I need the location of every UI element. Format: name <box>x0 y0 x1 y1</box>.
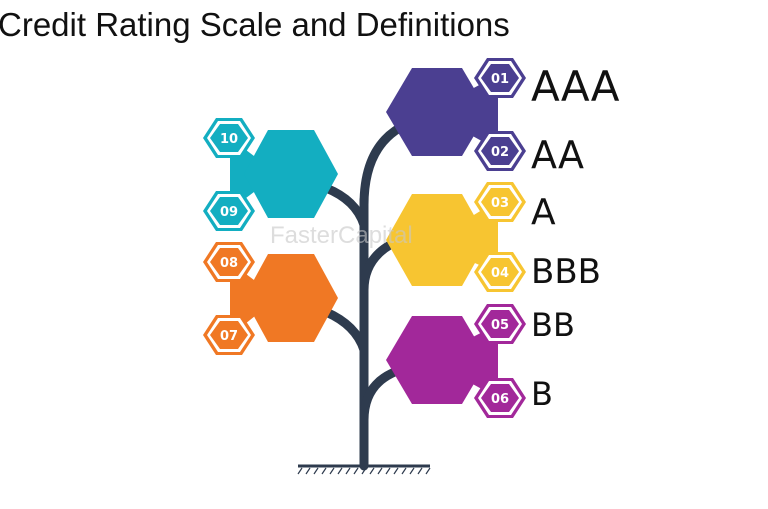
leaf-yellow <box>386 182 526 292</box>
tree-trunk <box>321 117 417 471</box>
badge-number-05: 05 <box>491 318 509 333</box>
rating-label-bb: BB <box>531 306 575 344</box>
badge-number-10: 10 <box>220 132 238 147</box>
branch-magenta <box>359 365 405 425</box>
badge-number-06: 06 <box>491 392 509 407</box>
page-title: Credit Rating Scale and Definitions <box>0 6 510 43</box>
badge-number-01: 01 <box>491 72 509 87</box>
badge-number-07: 07 <box>220 329 238 344</box>
badge-number-09: 09 <box>220 205 238 220</box>
watermark-text: FasterCapital <box>270 222 413 249</box>
branch-orange <box>321 307 369 355</box>
leaf-magenta <box>386 304 526 418</box>
badge-number-08: 08 <box>220 256 238 271</box>
badge-number-03: 03 <box>491 196 509 211</box>
branch-teal <box>321 183 369 230</box>
rating-label-aaa: AAA <box>531 62 620 111</box>
badge-number-04: 04 <box>491 266 509 281</box>
rating-label-bbb: BBB <box>531 252 601 292</box>
leaf-orange <box>203 242 338 355</box>
leaf-purple <box>386 58 526 171</box>
leaf-teal <box>203 118 338 231</box>
ground <box>297 464 431 475</box>
badge-number-02: 02 <box>491 145 509 160</box>
rating-label-aa: AA <box>531 133 585 177</box>
rating-label-b: B <box>531 375 553 413</box>
rating-label-a: A <box>531 192 556 233</box>
